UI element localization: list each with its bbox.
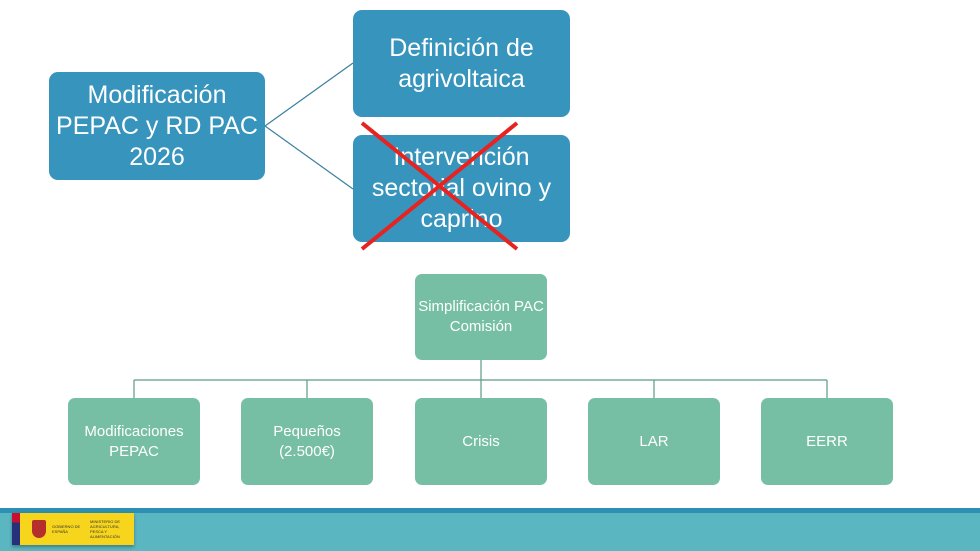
root-node-label: Modificación PEPAC y RD PAC 2026 — [56, 80, 258, 171]
footer-band — [0, 513, 980, 551]
child-node-label: Definición de agrivoltaica — [389, 33, 534, 93]
node-lar: LAR — [588, 398, 720, 485]
node-modificaciones: Modificaciones PEPAC — [68, 398, 200, 485]
footer-divider — [0, 508, 980, 513]
node-label: LAR — [639, 432, 669, 450]
node-crisis: Crisis — [415, 398, 547, 485]
ministry-logo: GOBIERNO DE ESPAÑA MINISTERIO DE AGRICUL… — [12, 513, 134, 545]
node-label: Modificaciones PEPAC — [84, 422, 184, 460]
coat-of-arms-icon — [32, 520, 46, 538]
node-eerr: EERR — [761, 398, 893, 485]
node-label: Simplificación PAC Comisión — [418, 298, 544, 335]
logo-text-ministerio: MINISTERIO DE AGRICULTURA, PESCA Y ALIME… — [90, 519, 121, 539]
flag-stripe — [12, 513, 20, 545]
cross-line — [360, 121, 519, 251]
simplification-root-node: Simplificación PAC Comisión — [415, 274, 547, 360]
connector-line — [264, 125, 354, 190]
node-label: Pequeños (2.500€) — [273, 422, 341, 460]
root-node: Modificación PEPAC y RD PAC 2026 — [49, 72, 265, 180]
node-label: EERR — [806, 432, 848, 450]
child-node-agrivoltaica: Definición de agrivoltaica — [353, 10, 570, 117]
connector-line — [264, 62, 354, 127]
node-label: Crisis — [462, 432, 500, 450]
node-pequenos: Pequeños (2.500€) — [241, 398, 373, 485]
logo-text-gobierno: GOBIERNO DE ESPAÑA — [52, 524, 81, 534]
